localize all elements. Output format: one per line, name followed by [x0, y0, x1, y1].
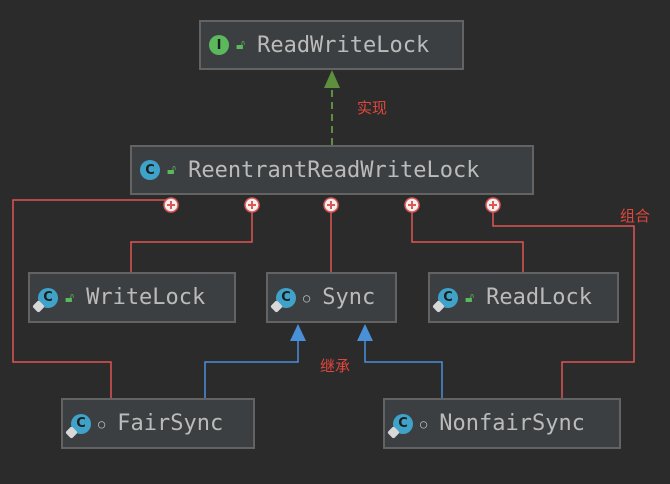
inheritance-label: 继承: [320, 357, 351, 375]
reentrantreadwritelock-label: ReentrantReadWriteLock: [188, 157, 480, 183]
public-lock-icon: 🔓︎: [465, 289, 475, 306]
composition-edge-nonfairsync: [492, 206, 635, 398]
implements-label: 实现: [357, 99, 388, 117]
interface-icon: I: [209, 35, 229, 55]
composition-edge-writelock: [130, 206, 253, 272]
composition-edge-readlock: [411, 206, 524, 272]
inheritance-arrowhead-nonfairsync: [357, 324, 373, 341]
composition-marker: [404, 197, 420, 213]
package-private-icon: ○: [98, 416, 106, 431]
sync-label: Sync: [322, 285, 376, 310]
inheritance-edges: [204, 340, 443, 398]
public-lock-icon: 🔓︎: [167, 162, 177, 178]
composition-marker: [323, 197, 339, 213]
implements-edge: [324, 70, 340, 145]
composition-marker: [485, 197, 501, 213]
static-class-icon: C: [393, 413, 413, 434]
composition-edges: [12, 199, 635, 398]
readlock-label: ReadLock: [486, 285, 593, 310]
public-lock-icon: 🔓︎: [65, 289, 75, 306]
reentrantreadwritelock-node[interactable]: C 🔓︎ ReentrantReadWriteLock: [130, 145, 534, 195]
writelock-node[interactable]: C 🔓︎ WriteLock: [28, 272, 236, 323]
composition-marker: [244, 197, 260, 213]
readwritelock-label: ReadWriteLock: [257, 32, 430, 58]
static-class-icon: C: [438, 287, 458, 308]
package-private-icon: ○: [420, 416, 428, 431]
composition-marker: [163, 197, 179, 213]
nonfairsync-node[interactable]: C ○ NonfairSync: [383, 398, 621, 449]
sync-node[interactable]: C ○ Sync: [266, 272, 397, 323]
fairsync-node[interactable]: C ○ FairSync: [61, 398, 255, 449]
readlock-node[interactable]: C 🔓︎ ReadLock: [428, 272, 619, 323]
static-class-icon: C: [38, 287, 58, 308]
implements-arrowhead: [324, 70, 340, 88]
inheritance-edge-nonfairsync: [364, 340, 443, 398]
nonfairsync-label: NonfairSync: [439, 411, 585, 436]
class-icon: C: [140, 160, 160, 180]
writelock-label: WriteLock: [86, 285, 206, 310]
abstract-class-icon: C: [276, 287, 296, 308]
readwritelock-node[interactable]: I 🔓︎ ReadWriteLock: [199, 20, 464, 70]
fairsync-label: FairSync: [117, 411, 224, 436]
composition-label: 组合: [620, 207, 651, 225]
package-private-icon: ○: [303, 290, 311, 305]
public-lock-icon: 🔓︎: [236, 37, 246, 53]
inheritance-arrowhead-fairsync: [290, 324, 306, 341]
static-class-icon: C: [71, 413, 91, 434]
composition-markers: [163, 197, 501, 213]
inheritance-edge-fairsync: [204, 340, 299, 398]
